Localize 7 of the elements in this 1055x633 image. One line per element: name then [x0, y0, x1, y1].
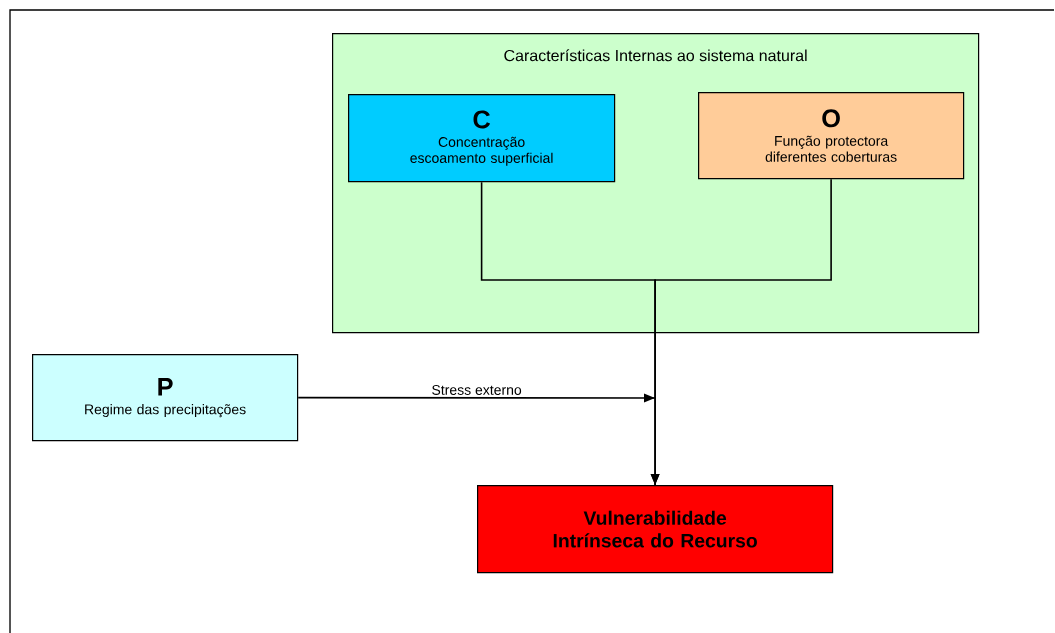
- edge-label: Stress externo: [432, 384, 522, 395]
- arrow: [650, 178, 832, 486]
- factor-box: P Regime das precipitações: [32, 354, 299, 442]
- factor-box: O Função protectora diferentes coberturas: [698, 92, 965, 180]
- factor-box: C Concentração escoamento superficial: [348, 94, 616, 183]
- arrow: [297, 393, 656, 403]
- result-box: Vulnerabilidade Intrínseca do Recurso: [477, 485, 834, 574]
